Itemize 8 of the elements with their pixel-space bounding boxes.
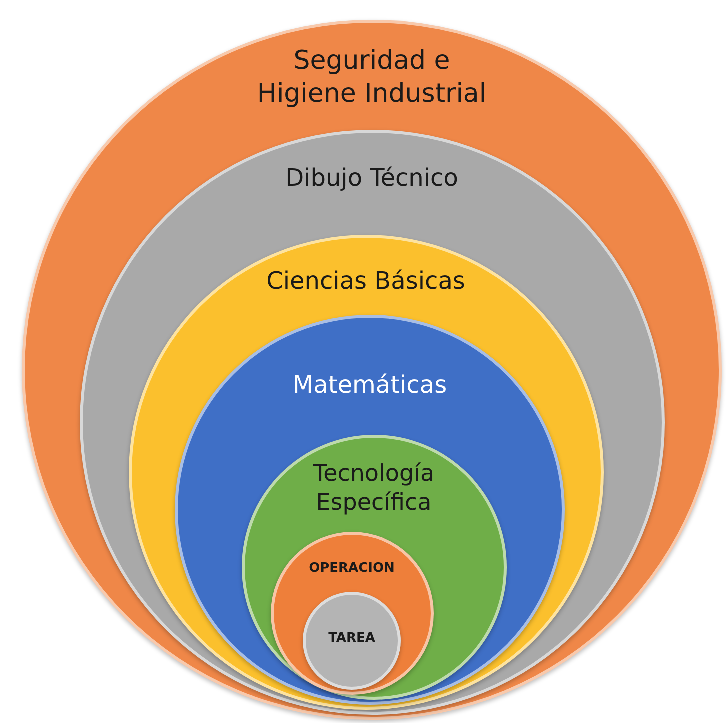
circle-label: TAREA: [328, 631, 376, 648]
circle-label: Matemáticas: [292, 370, 448, 400]
circle-label: Seguridad e Higiene Industrial: [256, 45, 488, 110]
circle-node: [303, 592, 401, 690]
circle-label: Tecnología Específica: [312, 460, 436, 518]
circle-label: Dibujo Técnico: [284, 163, 460, 193]
circle-label: Ciencias Básicas: [266, 266, 466, 296]
circle-label: OPERACION: [308, 561, 396, 578]
